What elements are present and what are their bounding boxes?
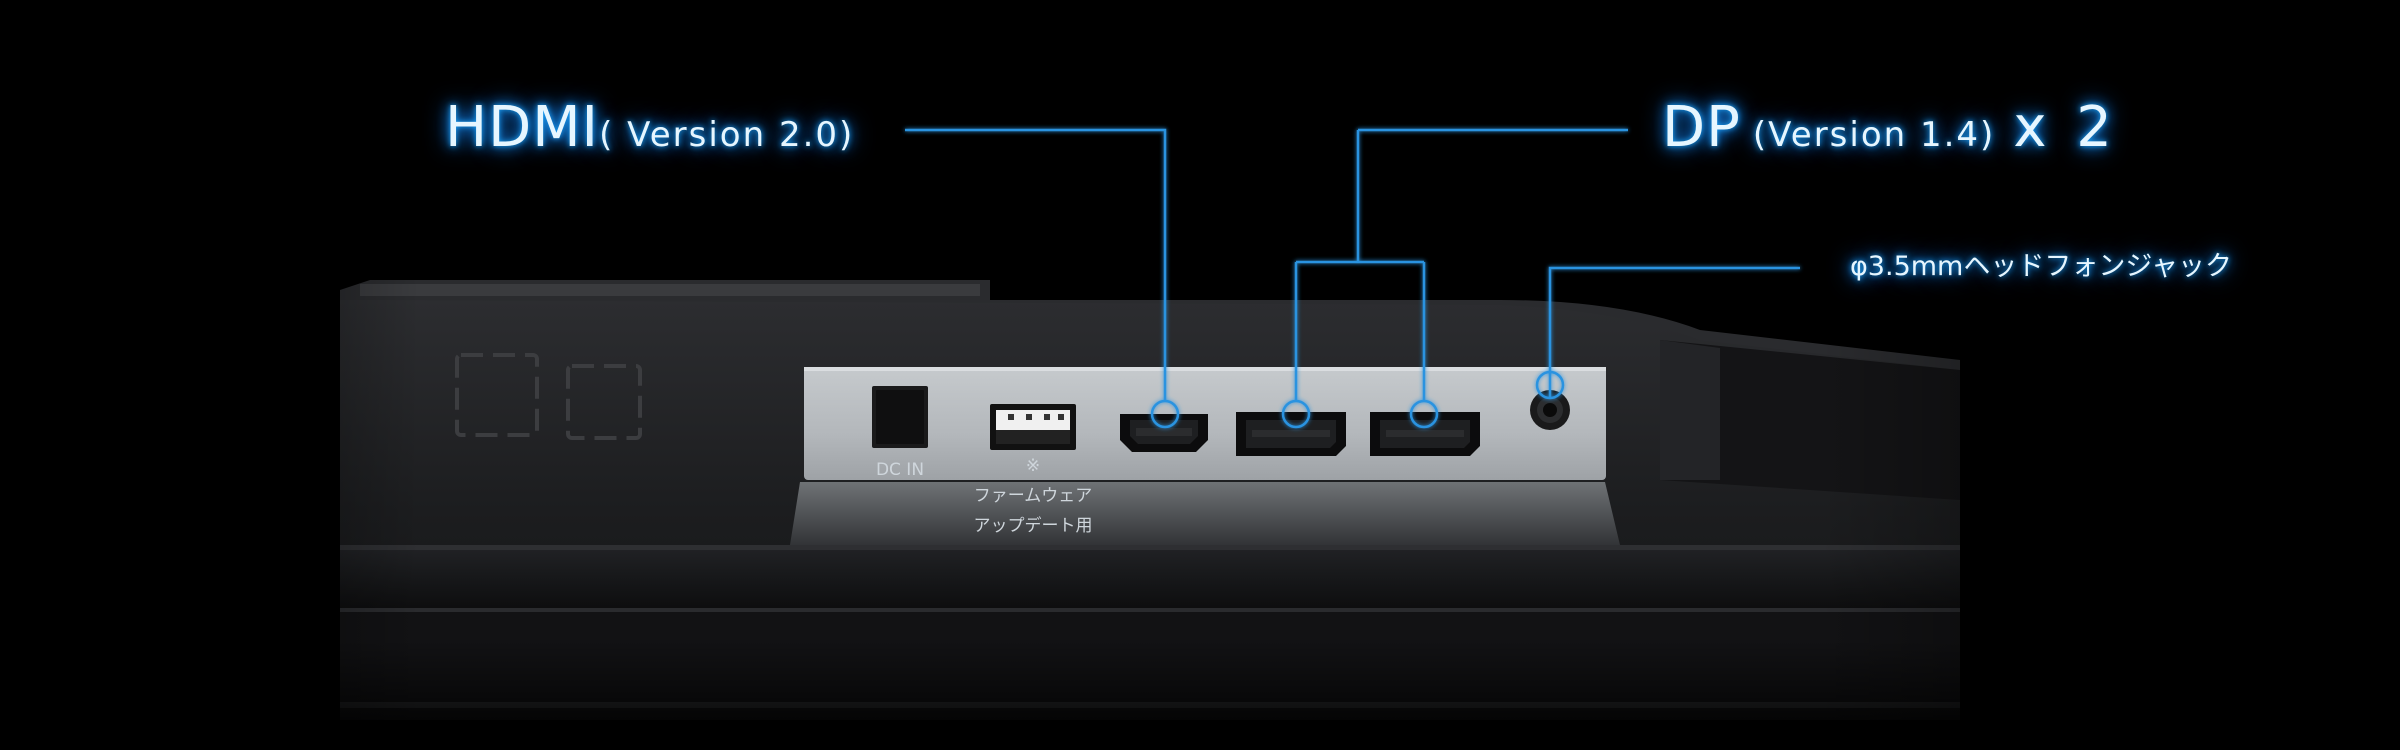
dp-count: x 2	[2013, 95, 2118, 160]
headphone-callout: φ3.5mmヘッドフォンジャック	[1850, 251, 2233, 282]
hdmi-port	[1120, 414, 1208, 452]
dp-label: DP	[1662, 95, 1741, 160]
usb-note-line2: アップデート用	[973, 516, 1093, 536]
dp-port-1	[1236, 412, 1346, 456]
dp-port-2	[1370, 412, 1480, 456]
dc-in-port	[872, 386, 928, 448]
dp-callout: DP(Version 1.4)x 2	[1662, 100, 2118, 156]
headphone-jack	[1530, 390, 1570, 430]
hdmi-version: ( Version 2.0)	[599, 115, 855, 155]
usb-note-mark: ※	[1025, 456, 1041, 476]
hdmi-callout: HDMI( Version 2.0)	[445, 100, 854, 156]
dp-version: (Version 1.4)	[1752, 115, 1996, 155]
usb-note-line1: ファームウェア	[973, 486, 1093, 506]
hdmi-label: HDMI	[445, 95, 600, 160]
callout-lines	[905, 128, 1800, 429]
vent-squares	[455, 353, 642, 440]
usb-port	[990, 404, 1076, 450]
dc-in-label: DC IN	[875, 460, 925, 480]
